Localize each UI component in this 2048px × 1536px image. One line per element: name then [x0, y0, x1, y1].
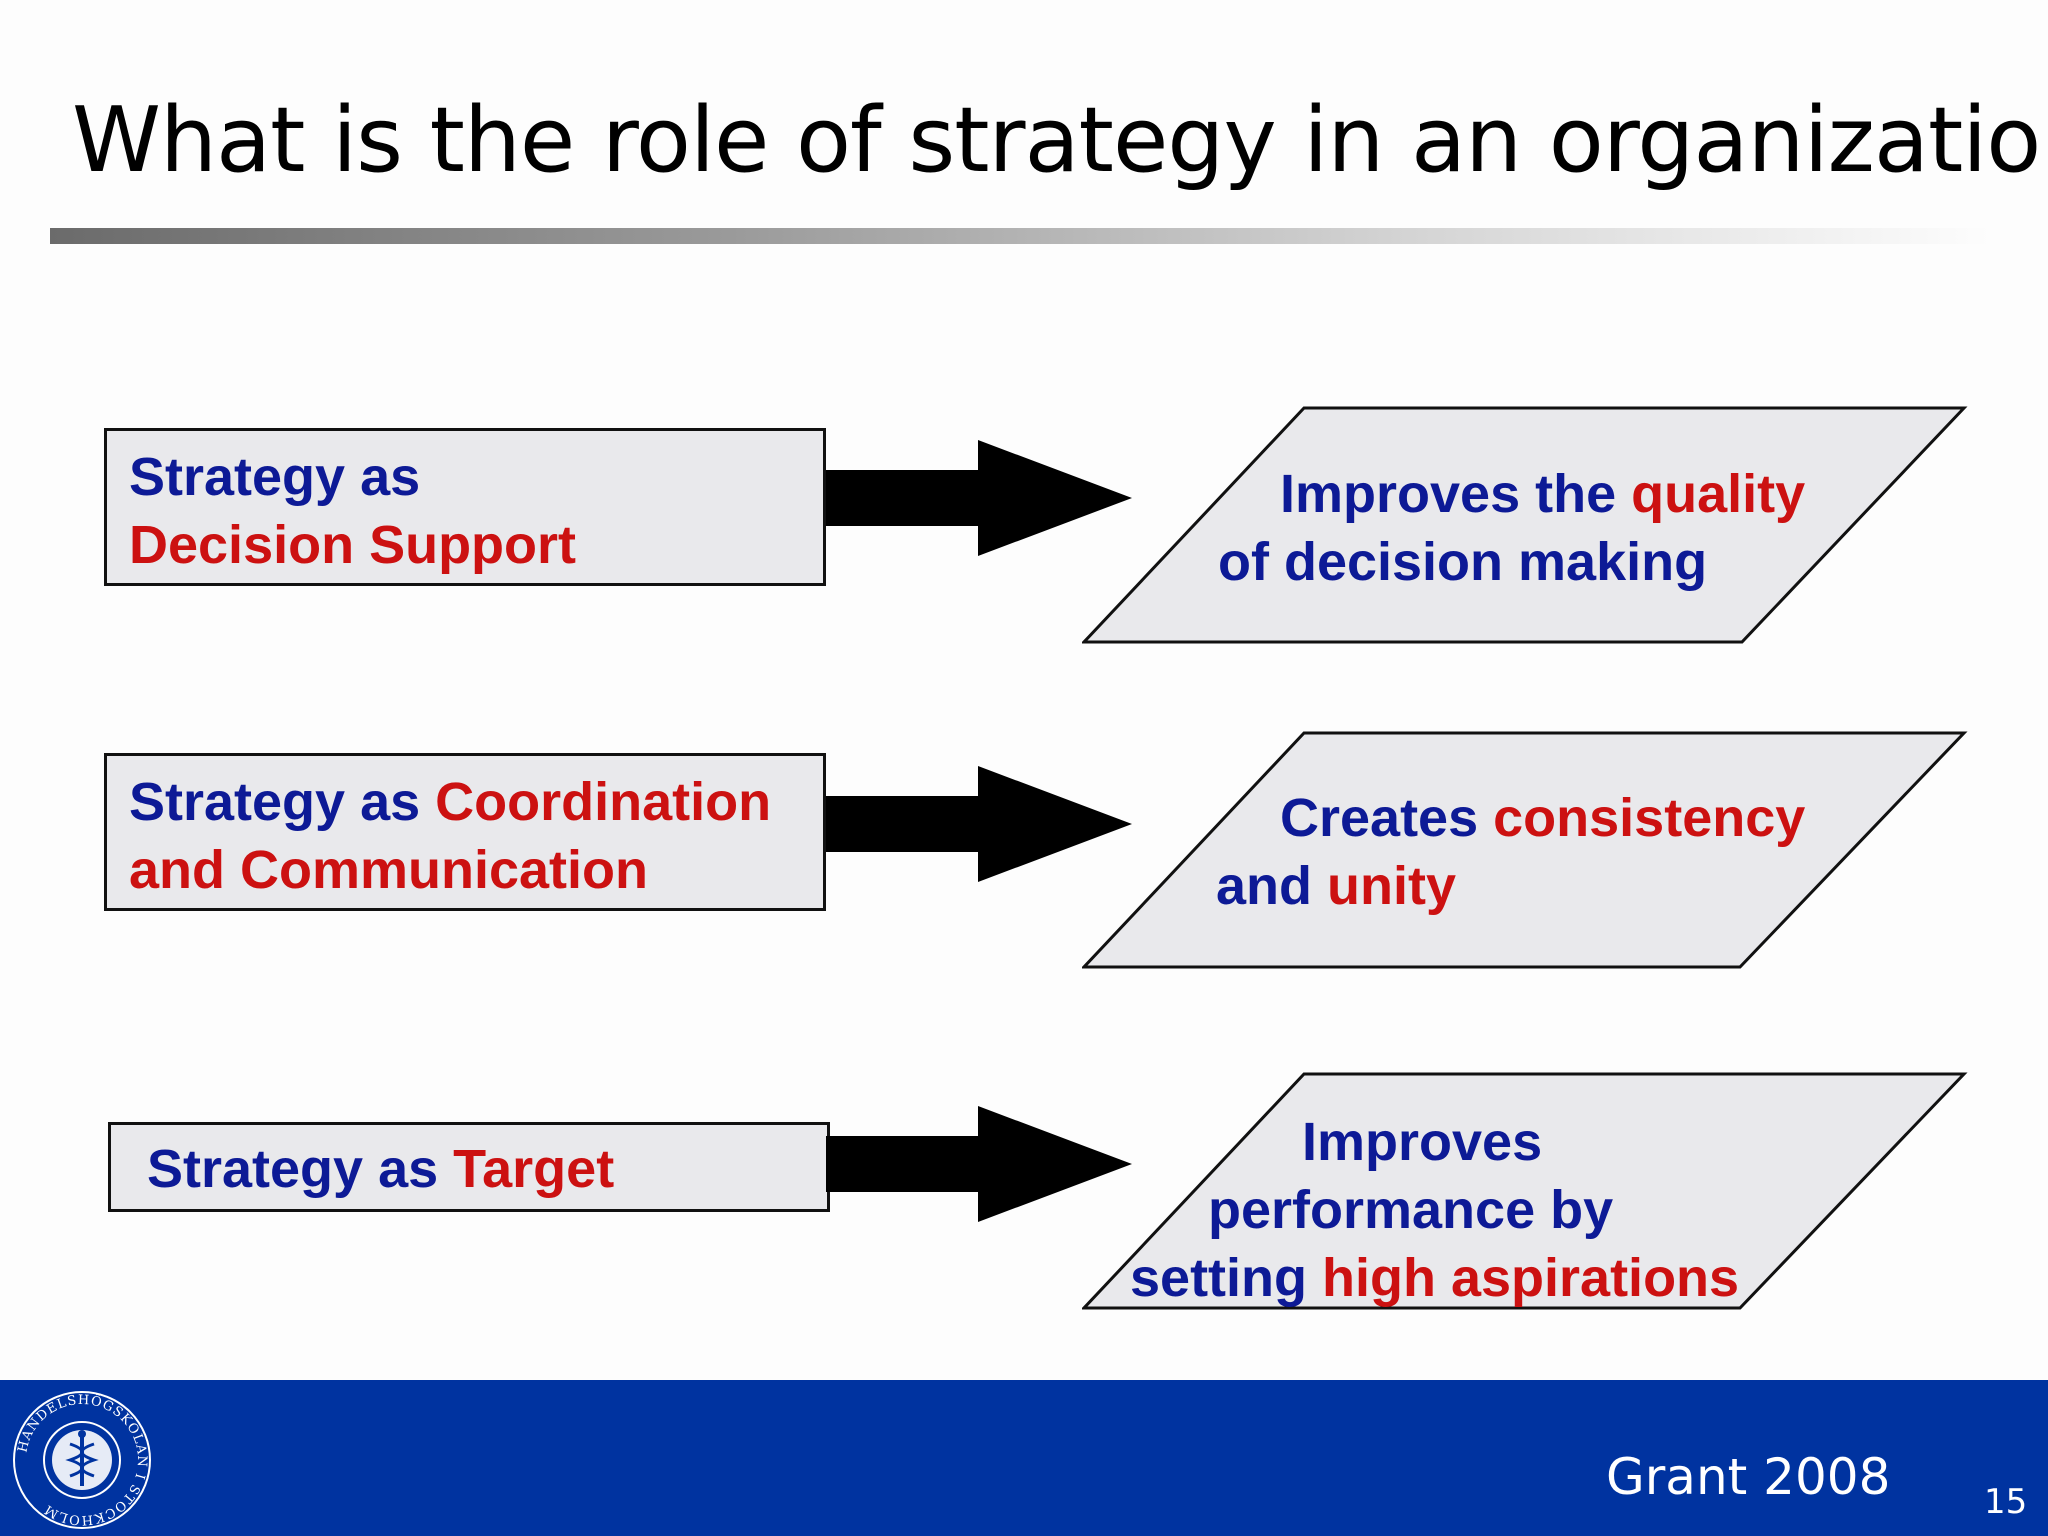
- box-text-red: Target: [453, 1139, 615, 1199]
- footer-band: [0, 1380, 2048, 1536]
- box-text-red: Coordination: [435, 772, 772, 832]
- box-text-red: and Communication: [129, 840, 649, 900]
- slide-title: What is the role of strategy in an organ…: [72, 88, 2048, 193]
- right-arrow-icon: [826, 766, 1132, 882]
- outcome-line: Creates consistency: [1216, 784, 1805, 852]
- box-text-red: Decision Support: [129, 515, 577, 575]
- outcome-text-quality: Improves the quality of decision making: [1218, 460, 1805, 596]
- box-line: and Communication: [129, 836, 823, 904]
- box-line: Strategy as: [129, 443, 823, 511]
- outcome-text-red: consistency: [1493, 788, 1806, 848]
- outcome-text-red: high aspirations: [1322, 1248, 1740, 1308]
- box-text-blue: Strategy as: [129, 447, 421, 507]
- outcome-line: performance by: [1130, 1176, 1739, 1244]
- strategy-box-decision-support: Strategy as Decision Support: [104, 428, 826, 586]
- outcome-text-blue: Creates: [1280, 788, 1494, 848]
- outcome-parallelogram-aspirations: [1082, 1072, 1968, 1310]
- right-arrow-icon: [826, 1106, 1132, 1222]
- outcome-line: setting high aspirations: [1130, 1244, 1739, 1312]
- strategy-box-target: Strategy as Target: [108, 1122, 830, 1212]
- box-text-blue: Strategy as: [129, 772, 436, 832]
- outcome-line: and unity: [1216, 852, 1805, 920]
- citation-text: Grant 2008: [1606, 1448, 1891, 1506]
- outcome-text-consistency: Creates consistency and unity: [1216, 784, 1805, 920]
- box-line: Strategy as Target: [147, 1135, 827, 1203]
- box-line: Decision Support: [129, 511, 823, 579]
- page-number: 15: [1984, 1482, 2028, 1522]
- outcome-text-blue: of decision making: [1218, 532, 1708, 592]
- outcome-text-red: quality: [1631, 464, 1806, 524]
- outcome-line: Improves: [1130, 1108, 1739, 1176]
- outcome-text-blue: performance by: [1208, 1180, 1614, 1240]
- title-divider: [50, 228, 1990, 244]
- outcome-line: of decision making: [1218, 528, 1805, 596]
- outcome-text-red: unity: [1327, 856, 1457, 916]
- outcome-line: Improves the quality: [1218, 460, 1805, 528]
- outcome-text-blue: setting: [1130, 1248, 1323, 1308]
- box-line: Strategy as Coordination: [129, 768, 823, 836]
- outcome-text-aspirations: Improves performance by setting high asp…: [1130, 1108, 1739, 1312]
- outcome-text-blue: and: [1216, 856, 1328, 916]
- strategy-box-coordination: Strategy as Coordination and Communicati…: [104, 753, 826, 911]
- outcome-parallelogram-quality: [1082, 406, 1968, 644]
- outcome-text-blue: Improves: [1302, 1112, 1543, 1172]
- box-text-blue: Strategy as: [147, 1139, 454, 1199]
- outcome-text-blue: Improves the: [1280, 464, 1632, 524]
- school-seal-logo: HANDELSHÖGSKOLAN I STOCKHOLM: [13, 1391, 151, 1529]
- outcome-parallelogram-consistency: [1082, 731, 1968, 969]
- right-arrow-icon: [826, 440, 1132, 556]
